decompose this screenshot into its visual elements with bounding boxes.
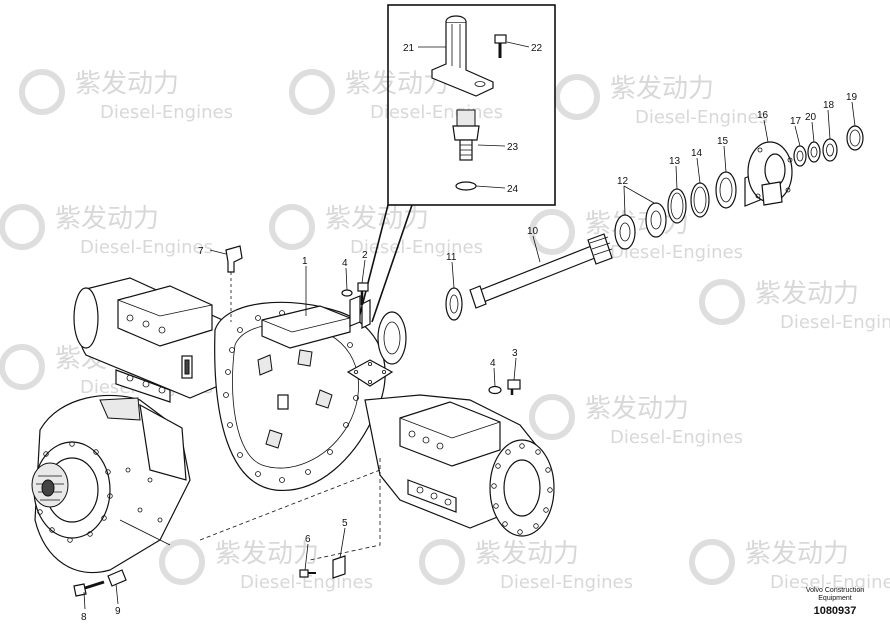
watermark-brand: 紫发动力 <box>215 539 319 569</box>
watermark-logo: 紫发动力 Diesel-Engines <box>529 209 743 263</box>
callout-label: 18 <box>823 100 835 111</box>
callout-label: 24 <box>507 184 519 195</box>
washer-part <box>341 289 353 297</box>
leader-lines <box>83 41 856 610</box>
watermark-tagline: Diesel-Engines <box>500 572 633 593</box>
callout-label: 22 <box>531 43 543 54</box>
differential-carrier <box>31 394 191 574</box>
callout-label: 1 <box>302 256 308 267</box>
callout-label: 6 <box>305 534 311 545</box>
callout-label: 16 <box>757 110 769 121</box>
watermark-logo: 紫发动力 Diesel-Engines <box>689 539 890 593</box>
screw-part <box>299 569 316 578</box>
lock-washer-part <box>807 141 821 163</box>
watermark-brand: 紫发动力 <box>755 279 859 309</box>
callout-label: 8 <box>81 612 87 623</box>
callout-label: 10 <box>527 226 539 237</box>
watermark-tagline: Diesel-Engines <box>635 107 768 128</box>
watermark-tagline: Diesel-Engines <box>610 427 743 448</box>
watermark-logo: 紫发动力 Diesel-Engines <box>529 394 743 448</box>
watermark-logo: 紫发动力 Diesel-Engines <box>554 74 768 128</box>
callout-label: 21 <box>403 43 415 54</box>
watermark-brand: 紫发动力 <box>75 69 179 99</box>
watermark-brand: 紫发动力 <box>55 204 159 234</box>
detail-inset <box>357 4 556 323</box>
watermark-tagline: Diesel-Engines <box>80 237 213 258</box>
callout-label: 14 <box>691 148 703 159</box>
stamp-line-1: Volvo Construction <box>806 587 864 594</box>
snap-ring-part <box>846 125 864 151</box>
watermark-logo: 紫发动力 Diesel-Engines <box>269 204 483 258</box>
watermark-logo: 紫发动力 Diesel-Engines <box>699 279 890 333</box>
document-stamp: Volvo Construction Equipment 1080937 <box>806 587 864 617</box>
seal-part <box>445 287 463 321</box>
callout-label: 15 <box>717 136 729 147</box>
watermark-brand: 紫发动力 <box>325 204 429 234</box>
watermark-layer: 紫发动力 Diesel-Engines 紫发动力 Diesel-Engines … <box>0 69 890 593</box>
washer-part <box>793 145 807 167</box>
o-ring-part <box>455 181 477 191</box>
axle-housing <box>73 277 555 561</box>
watermark-logo: 紫发动力 Diesel-Engines <box>0 204 213 258</box>
callout-label: 9 <box>115 606 121 617</box>
watermark-logo: 紫发动力 Diesel-Engines <box>159 539 373 593</box>
bracket-part <box>431 15 494 97</box>
watermark-tagline: Diesel-Engines <box>370 102 503 123</box>
breather-elbow-part <box>225 245 243 322</box>
flange-bolts <box>491 443 553 535</box>
nut-part <box>822 138 838 162</box>
callout-label: 23 <box>507 142 519 153</box>
callout-label: 11 <box>446 252 457 263</box>
bolt-part <box>507 379 521 395</box>
ring-part <box>715 171 737 209</box>
callout-label: 20 <box>805 112 817 123</box>
watermark-tagline: Diesel-Engines <box>780 312 890 333</box>
callout-label: 12 <box>617 176 629 187</box>
callout-label: 7 <box>198 246 204 257</box>
bolt-part <box>357 282 369 305</box>
bolt-part <box>73 580 105 597</box>
callout-label: 2 <box>362 250 368 261</box>
watermark-tagline: Diesel-Engines <box>100 102 233 123</box>
watermark-tagline: Diesel-Engines <box>350 237 483 258</box>
callout-label: 13 <box>669 156 681 167</box>
callout-label: 19 <box>846 92 858 103</box>
washer-part <box>488 385 502 395</box>
pin-part <box>107 569 127 587</box>
watermark-brand: 紫发动力 <box>610 74 714 104</box>
callout-labels: 1 2 3 4 5 6 7 8 9 10 11 12 13 14 15 16 1… <box>81 43 858 623</box>
ring-part <box>667 188 687 224</box>
watermark-tagline: Diesel-Engines <box>240 572 373 593</box>
callout-label: 4 <box>342 258 348 269</box>
watermark-logo: 紫发动力 Diesel-Engines <box>419 539 633 593</box>
watermark-brand: 紫发动力 <box>475 539 579 569</box>
watermark-tagline: Diesel-Engines <box>610 242 743 263</box>
callout-label: 17 <box>790 116 802 127</box>
callout-label: 3 <box>512 348 518 359</box>
stamp-number: 1080937 <box>814 605 857 617</box>
callout-label: 5 <box>342 518 348 529</box>
plate-part <box>332 555 346 579</box>
carrier-bolts <box>37 441 113 543</box>
watermark-brand: 紫发动力 <box>745 539 849 569</box>
screw-part <box>494 34 507 58</box>
sensor-part <box>452 109 480 161</box>
watermark-logo: 紫发动力 Diesel-Engines <box>19 69 233 123</box>
watermark-tagline: Diesel-Engines <box>770 572 890 593</box>
callout-label: 4 <box>490 358 496 369</box>
watermark-brand: 紫发动力 <box>585 394 689 424</box>
axle-shaft <box>469 233 613 309</box>
hub-flange-part <box>744 141 793 207</box>
stamp-line-2: Equipment <box>818 595 852 602</box>
ring-part <box>690 182 710 218</box>
